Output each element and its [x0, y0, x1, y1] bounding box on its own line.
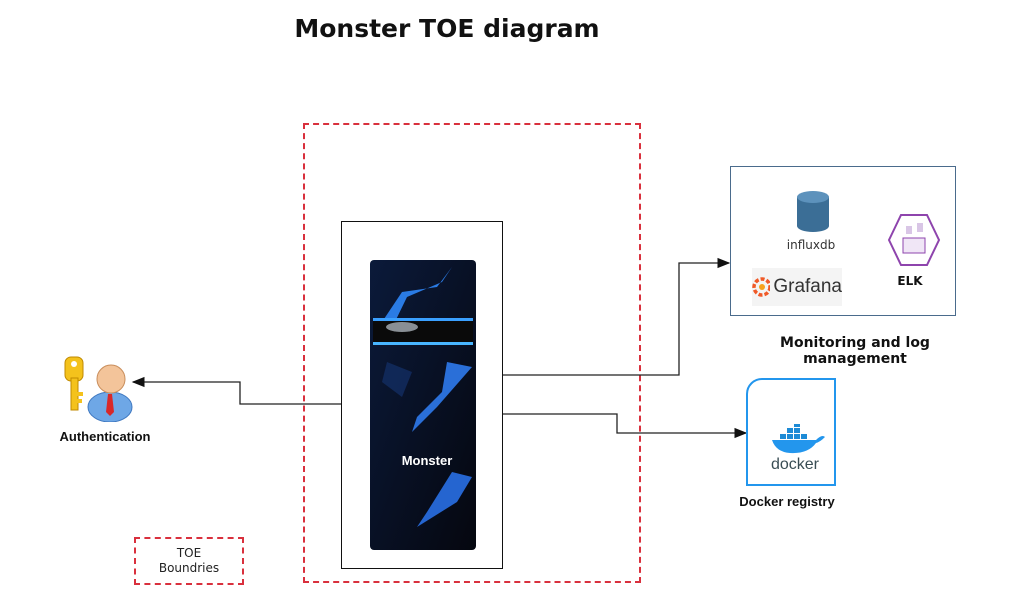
docker-logo-text: docker — [770, 456, 820, 473]
influxdb-icon — [795, 190, 831, 234]
legend-line-2: Boundries — [158, 561, 220, 575]
edge-monster-to-docker — [503, 413, 748, 439]
elk-label: ELK — [897, 274, 923, 288]
edge-monster-to-monitoring — [503, 257, 731, 376]
authentication-node[interactable] — [55, 352, 135, 423]
monster-node[interactable] — [341, 221, 503, 569]
docker-registry-node[interactable] — [746, 378, 836, 486]
legend-toe-boundaries: TOE Boundries — [134, 537, 244, 585]
diagram-title: Monster TOE diagram — [294, 14, 600, 43]
docker-whale-icon — [770, 422, 826, 454]
monster-label: Monster — [401, 453, 453, 468]
grafana-label: Grafana — [773, 276, 842, 297]
monitoring-group[interactable] — [730, 166, 956, 316]
toe-boundary — [303, 123, 641, 583]
key-user-icon — [64, 356, 133, 423]
server-rack-icon — [370, 260, 476, 550]
legend-line-1: TOE — [176, 546, 202, 560]
elk-icon — [887, 212, 941, 268]
authentication-label: Authentication — [59, 429, 151, 444]
influxdb-label: influxdb — [786, 238, 836, 252]
grafana-icon — [752, 277, 771, 297]
monitoring-label: Monitoring and log management — [780, 335, 930, 367]
docker-registry-label: Docker registry — [739, 494, 835, 509]
edge-monster-to-authentication — [131, 376, 341, 405]
grafana-logo: Grafana — [752, 268, 842, 306]
